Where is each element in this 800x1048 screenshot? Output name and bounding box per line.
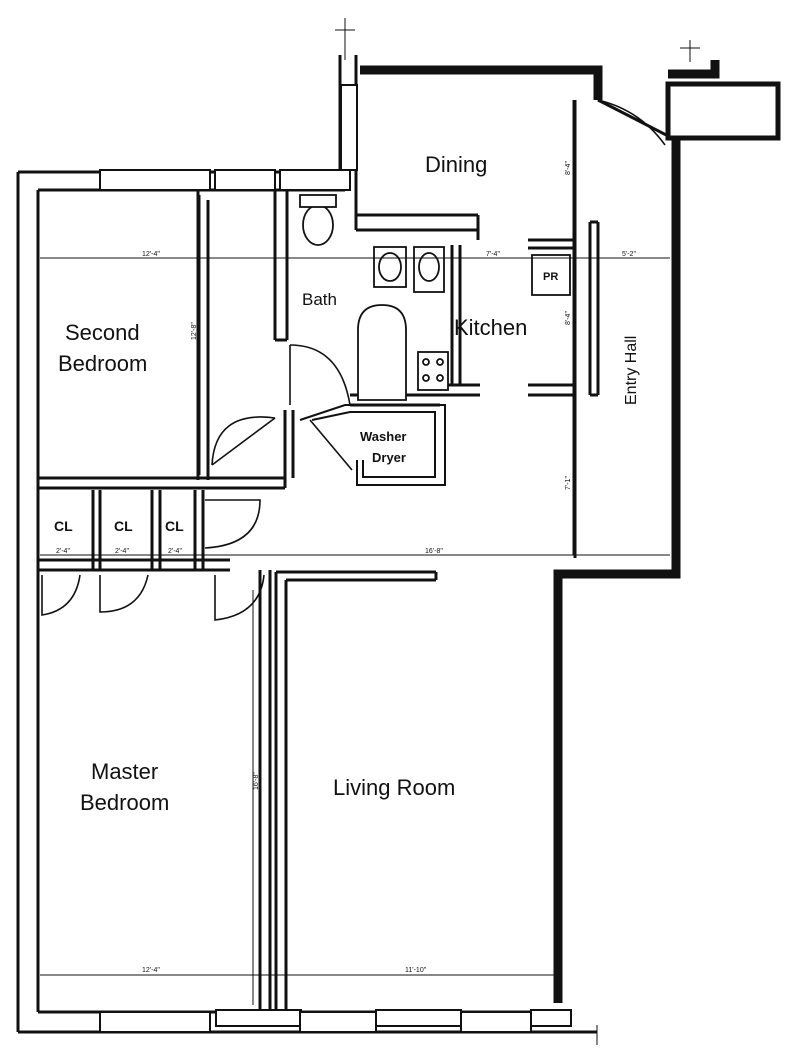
room-second-bedroom-line2: Bedroom — [58, 351, 147, 376]
dim-second-bedroom-depth: 12'-8" — [191, 322, 198, 340]
room-kitchen: Kitchen — [454, 315, 527, 340]
dim-master-bedroom-width: 12'-4" — [142, 967, 160, 974]
heavy-walls — [360, 60, 781, 1003]
room-second-bedroom-line1: Second — [65, 320, 140, 345]
room-closet-2: CL — [114, 518, 133, 534]
dim-closet-3-width: 2'-4" — [168, 548, 182, 555]
room-master-bedroom-line1: Master — [91, 759, 158, 784]
dimension-labels: 12'-4" 12'-8" 7'-4" 5'-2" 8'-4" 8'-4" 7'… — [56, 161, 636, 974]
dim-kitchen-width: 7'-4" — [486, 251, 500, 258]
room-bath: Bath — [302, 290, 337, 309]
windows — [99, 18, 700, 1045]
room-living-room: Living Room — [333, 775, 455, 800]
dim-hall-depth: 7'-1" — [565, 476, 572, 490]
dim-entry-width: 5'-2" — [622, 251, 636, 258]
fixtures — [299, 194, 571, 401]
room-washer-line2: Dryer — [372, 450, 406, 465]
room-washer-line1: Washer — [360, 429, 406, 444]
dim-second-bedroom-width: 12'-4" — [142, 251, 160, 258]
room-dining: Dining — [425, 152, 487, 177]
room-closet-3: CL — [165, 518, 184, 534]
dimension-lines — [40, 100, 670, 1005]
dim-dining-depth: 8'-4" — [565, 161, 572, 175]
room-master-bedroom-line2: Bedroom — [80, 790, 169, 815]
dim-closet-2-width: 2'-4" — [115, 548, 129, 555]
interior-walls — [36, 98, 677, 1010]
dim-living-room-width: 11'-10" — [405, 967, 427, 974]
room-closet-1: CL — [54, 518, 73, 534]
dim-hall-length: 16'-8" — [425, 548, 443, 555]
dim-closet-1-width: 2'-4" — [56, 548, 70, 555]
dim-master-bedroom-depth: 16'-8" — [253, 772, 260, 790]
room-labels: Dining Bath Kitchen Second Bedroom Entry… — [54, 152, 640, 815]
room-powder-room: PR — [543, 271, 558, 283]
doors — [41, 99, 666, 621]
room-entry-hall: Entry Hall — [623, 336, 640, 405]
dim-kitchen-depth: 8'-4" — [565, 311, 572, 325]
